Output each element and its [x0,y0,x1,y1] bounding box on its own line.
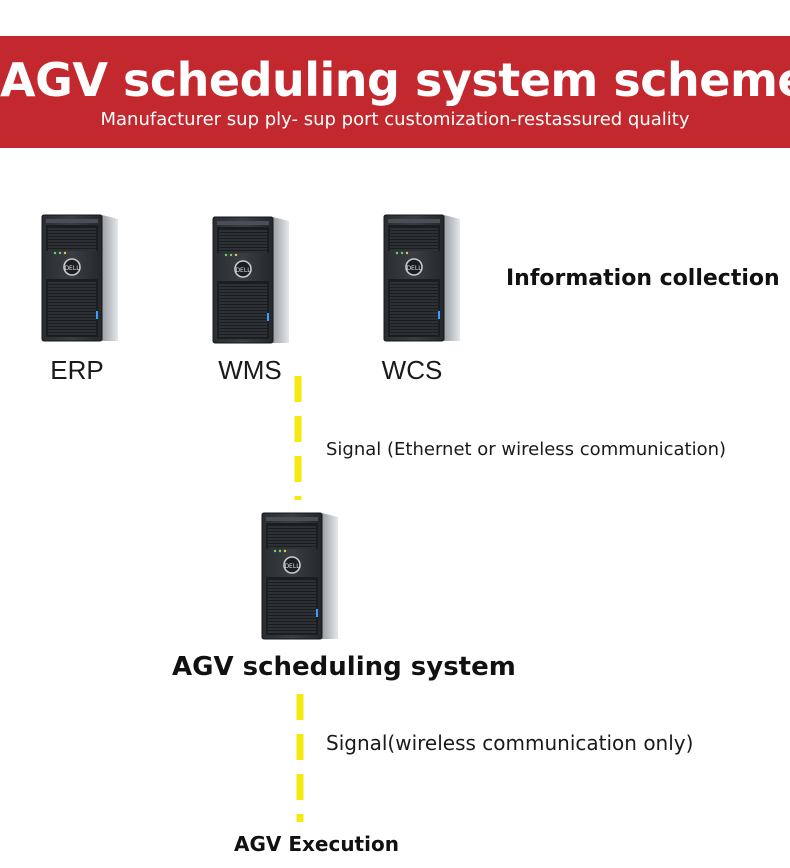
header-banner [0,36,790,148]
wcs-label: WCS [381,355,443,385]
svg-text:DELL: DELL [284,563,300,570]
svg-text:DELL: DELL [406,265,422,272]
svg-text:DELL: DELL [64,265,80,272]
connector-dashed-line-top [294,376,302,500]
page-subtitle: Manufacturer sup ply- sup port customiza… [100,109,690,130]
wms-server-icon: DELL [211,215,291,345]
connector-dashed-line-bottom [296,694,304,822]
signal-ethernet-label: Signal (Ethernet or wireless communicati… [326,439,727,460]
signal-wireless-label: Signal(wireless communication only) [326,731,694,755]
agv-scheduling-system-label: AGV scheduling system [172,652,516,682]
page-title: AGV scheduling system scheme [0,53,790,107]
agv-scheduling-server-icon: DELL [260,511,340,641]
svg-text:DELL: DELL [235,267,251,274]
information-collection-label: Information collection [506,266,780,291]
wcs-server-icon: DELL [382,213,462,343]
erp-server-icon: DELL [40,213,120,343]
erp-label: ERP [50,355,104,385]
agv-execution-label: AGV Execution [234,832,399,856]
wms-label: WMS [218,355,282,385]
